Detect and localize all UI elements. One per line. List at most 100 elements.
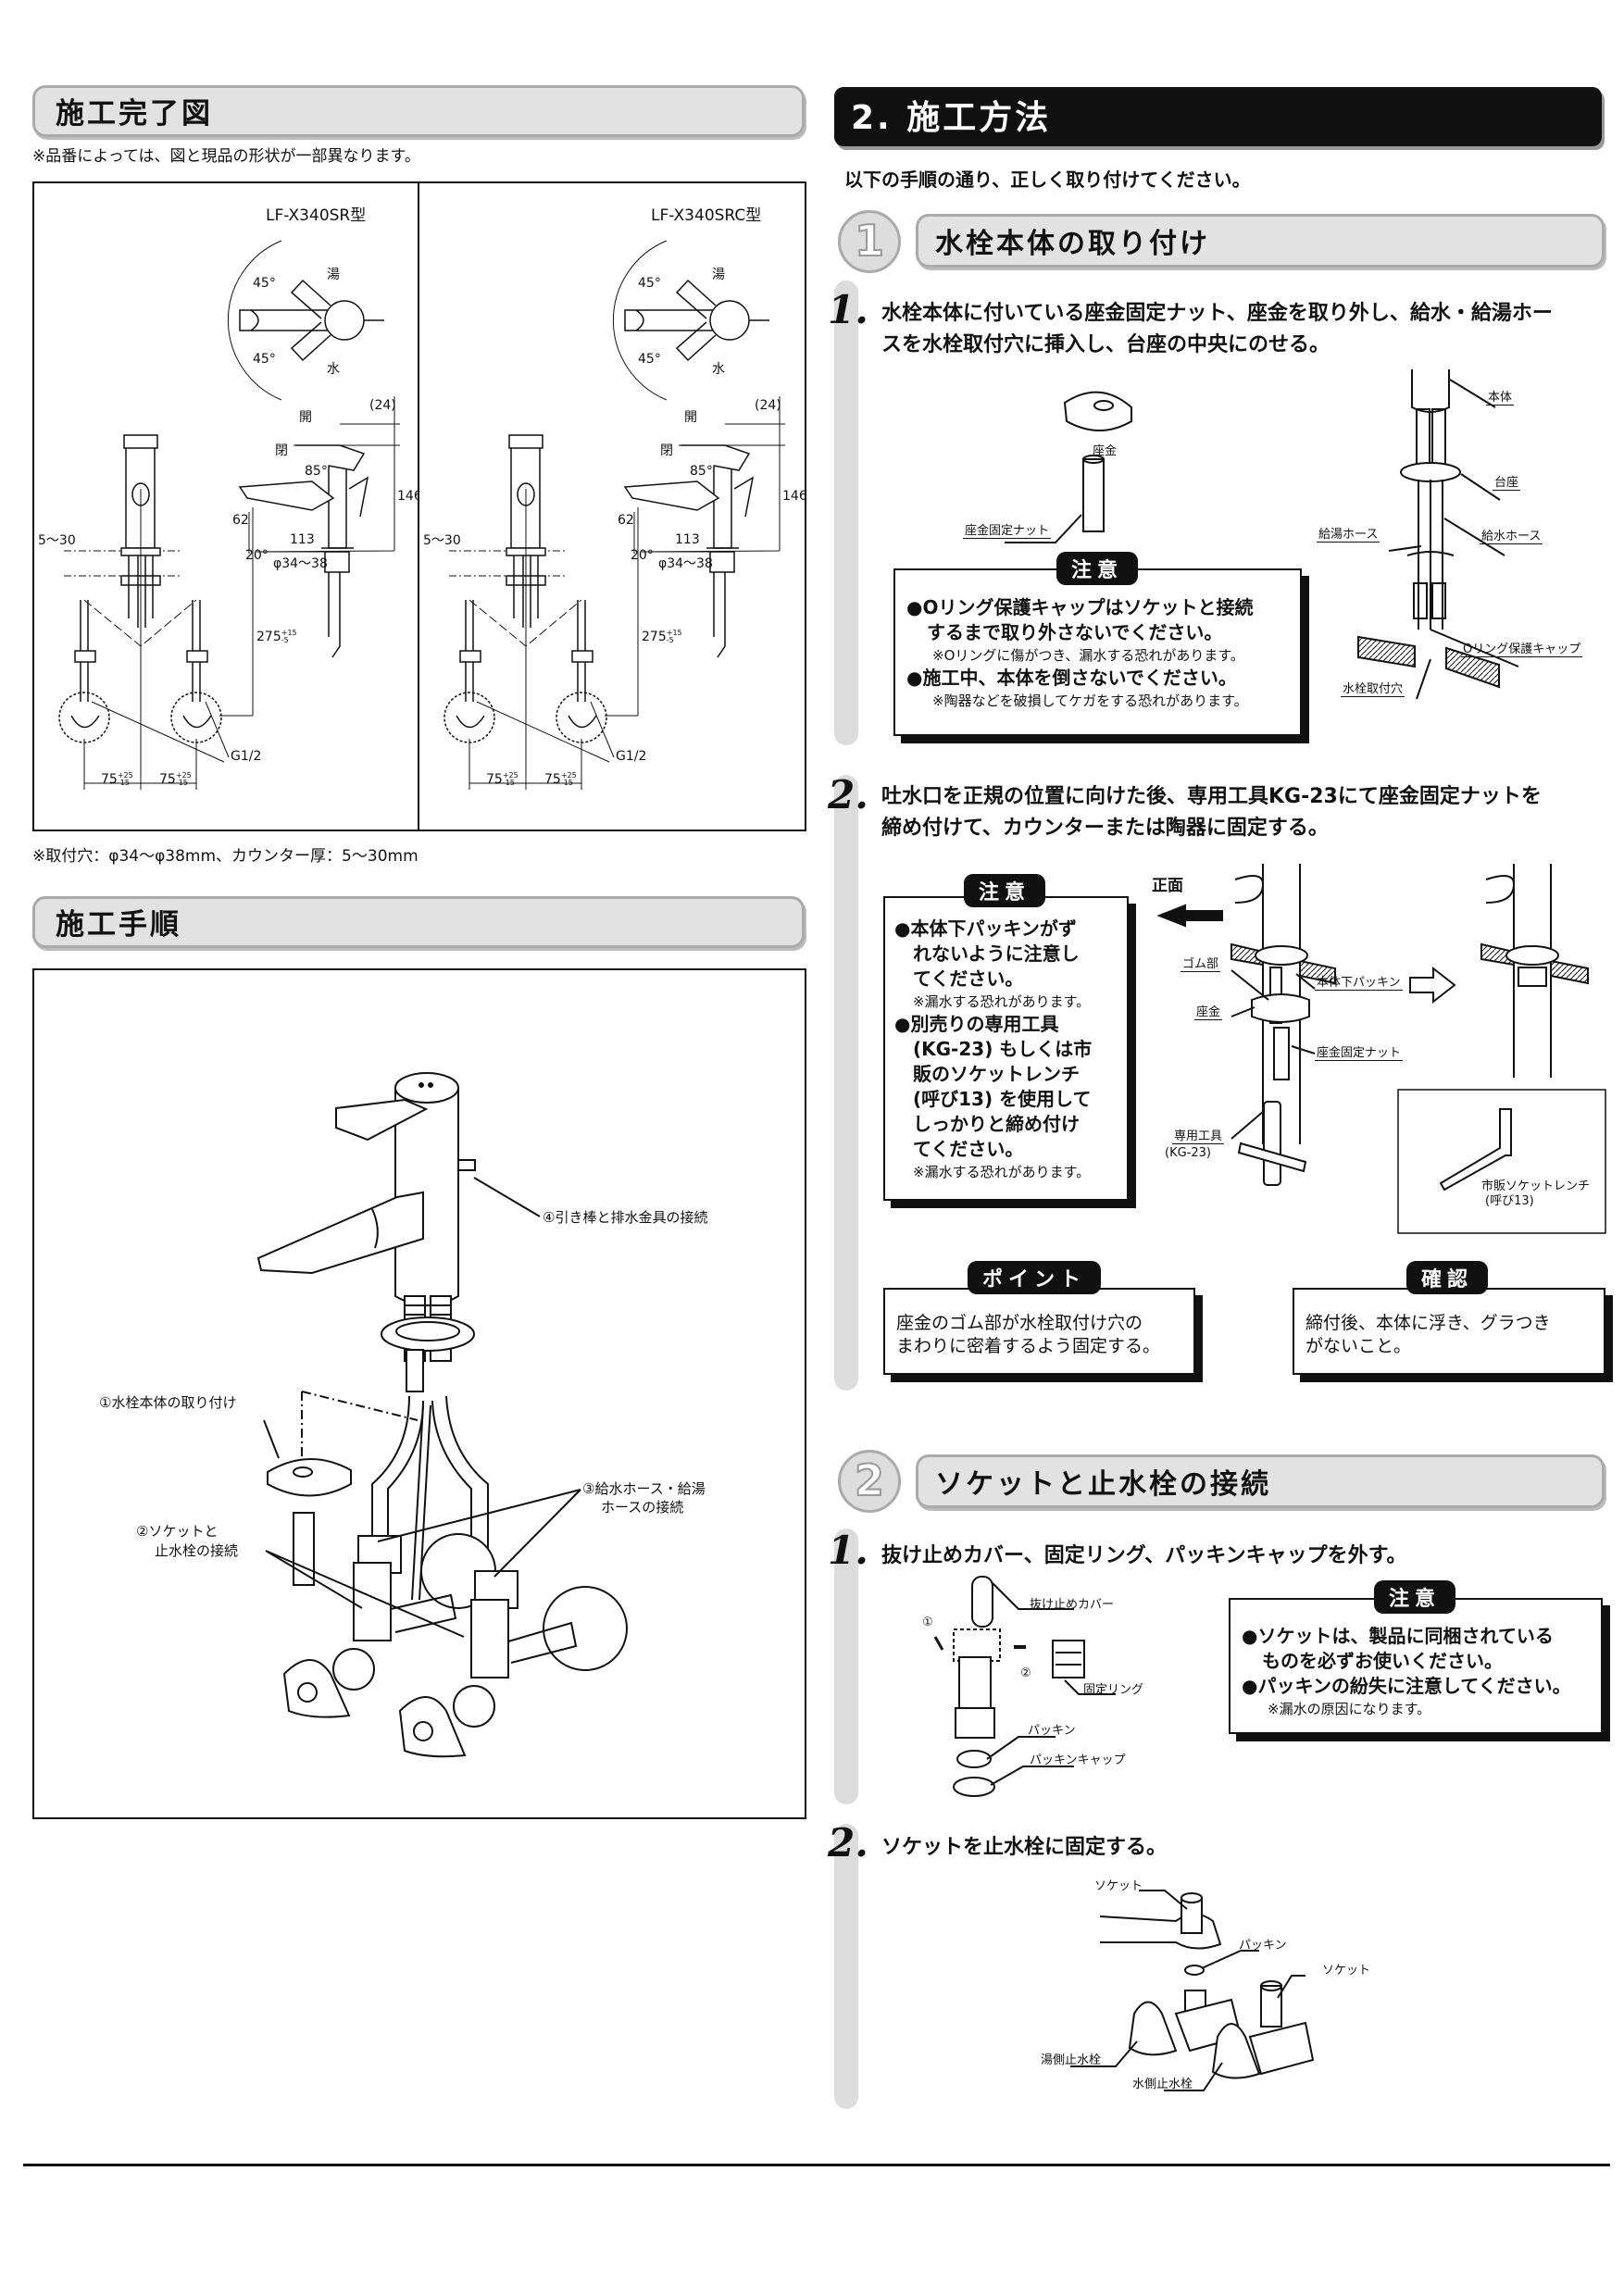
caution-note: ※漏水する恐れがあります。 (913, 1164, 1091, 1180)
label-packing: パッキン (1028, 1724, 1076, 1738)
caution-item: ●ソケットは、製品に同梱されている (1242, 1625, 1554, 1647)
point-line1: 座金のゴム部が水栓取付け穴の (896, 1313, 1143, 1333)
label-washer-nut: 座金固定ナット (963, 520, 1052, 539)
caution-badge: 注意 (963, 874, 1046, 907)
caution-badge: 注意 (1056, 552, 1139, 585)
step-text-line2: 締め付けて、カウンターまたは陶器に固定する。 (881, 817, 1329, 840)
point-box: 座金のゴム部が水栓取付け穴の まわりに密着するよう固定する。 (883, 1288, 1195, 1375)
caution-note: ※陶器などを破損してケガをする恐れがあります。 (932, 693, 1248, 709)
caution-box-3: ●ソケットは、製品に同梱されている ものを必ずお使いください。 ●パッキンの紛失… (1229, 1598, 1603, 1734)
model-name: LF-X340SR型 (266, 206, 367, 225)
dim-75-right: 75+25-15 (159, 771, 192, 788)
label-packing: 本体下パッキン (1315, 972, 1403, 991)
label-hot-valve: 湯側止水栓 (1041, 2053, 1102, 2067)
label-oring-cap: Oリング保護キャップ (1461, 639, 1583, 657)
dim-75-right: 75+25-15 (544, 771, 577, 788)
label-cold-hose: 給水ホース (1480, 526, 1543, 544)
dim-20-angle: 20° (631, 548, 654, 563)
label-cover: 抜け止めカバー (1030, 1598, 1115, 1612)
step-number: 1. (828, 1528, 868, 1573)
dimension-drawing (443, 240, 785, 790)
dim-close-label: 閉 (275, 443, 288, 458)
confirm-line2: がないこと。 (1305, 1336, 1412, 1356)
dim-counter-thickness: 5～30 (38, 533, 76, 548)
procedure-title: 施工手順 (56, 908, 181, 942)
caution-item: ●パッキンの紛失に注意してください。 (1242, 1675, 1571, 1697)
dim-275: 275+15-5 (642, 629, 682, 645)
dim-thread: G1/2 (616, 749, 647, 764)
label-socket-wrench: 市販ソケットレンチ (1481, 1179, 1591, 1193)
caution-badge: 注意 (1373, 1580, 1456, 1614)
caution-box-2: ●本体下パッキンがず れないように注意し てください。 ※漏水する恐れがあります… (883, 896, 1129, 1201)
caution-item-cont: (KG-23) もしくは市 (913, 1038, 1093, 1060)
label-tool: 専用工具 (1172, 1126, 1225, 1144)
label-washer: 座金 (1194, 1002, 1223, 1020)
point-line2: まわりに密着するよう固定する。 (896, 1336, 1161, 1356)
model-name: LF-X340SRC型 (651, 206, 762, 225)
label-tool-model: (KG-23) (1165, 1146, 1211, 1160)
caution-item-cont: ものを必ずお使いください。 (1262, 1650, 1503, 1672)
caution-box-1: ●Oリング保護キャップはソケットと接続 するまで取り外さないでください。 ※Oリ… (893, 568, 1302, 736)
faucet-exploded-illustration (256, 1072, 628, 1758)
dim-75-left: 75+25-15 (486, 771, 518, 788)
dim-open-label: 開 (684, 410, 697, 425)
dim-close-label: 閉 (660, 443, 673, 458)
dim-75-left: 75+25-15 (101, 771, 133, 788)
label-socket-2: ソケット (1322, 1964, 1371, 1978)
caution-item-cont: しっかりと締め付け (913, 1113, 1080, 1135)
label-step2-line1: ②ソケットと (136, 1523, 219, 1540)
step-text: 吐水口を正規の位置に向けた後、専用工具KG-23にて座金固定ナットを 締め付けて… (881, 781, 1542, 844)
label-hot-hose: 給湯ホース (1317, 524, 1380, 543)
caution-item: ●別売りの専用工具 (894, 1013, 1059, 1035)
caution-item: ●施工中、本体を倒さないでください。 (906, 667, 1237, 689)
section1-header: 水栓本体の取り付け (916, 214, 1605, 268)
section1-number: 1 (838, 210, 901, 273)
step-number: 2. (828, 772, 868, 817)
procedure-diagram: ④引き棒と排水金具の接続 ①水栓本体の取り付け ②ソケットと 止水栓の接続 ③給… (32, 968, 806, 1819)
label-step1: ①水栓本体の取り付け (99, 1394, 237, 1411)
caution-item-cont: 販のソケットレンチ (913, 1063, 1080, 1085)
label-washer-nut: 座金固定ナット (1315, 1042, 1404, 1061)
completion-note: ※品番によっては、図と現品の形状が一部異なります。 (32, 147, 420, 166)
step-rail (834, 281, 858, 745)
step-rail (834, 775, 858, 1391)
dim-hole-diameter: φ34～38 (658, 556, 713, 571)
label-step3-line1: ③給水ホース・給湯 (582, 1480, 706, 1497)
dim-24: (24) (755, 398, 781, 413)
dim-24: (24) (369, 398, 396, 413)
dim-hot-label: 湯 (712, 268, 725, 282)
caution-item: ●Oリング保護キャップはソケットと接続 (906, 596, 1254, 618)
step-text-line1: 吐水口を正規の位置に向けた後、専用工具KG-23にて座金固定ナットを (881, 785, 1542, 808)
completion-header: 施工完了図 (32, 85, 805, 137)
step-text: 水栓本体に付いている座金固定ナット、座金を取り外し、給水・給湯ホー スを水栓取付… (881, 298, 1553, 361)
dim-angle-top: 45° (253, 276, 276, 291)
label-socket-size: (呼び13) (1485, 1194, 1534, 1208)
socket-parts-illustration (933, 1576, 1116, 1797)
caution-item-cont: するまで取り外さないでください。 (927, 621, 1223, 643)
step-rail (834, 1529, 858, 1804)
dim-cold-label: 水 (712, 362, 725, 377)
caution-note: ※漏水する恐れがあります。 (913, 993, 1091, 1010)
nut-tightening-illustration (1156, 864, 1606, 1234)
method-title: 2. 施工方法 (851, 99, 1052, 137)
socket-valve-illustration (1070, 1890, 1315, 2091)
label-ring: 固定リング (1083, 1683, 1144, 1697)
step-text: ソケットを止水栓に固定する。 (881, 1836, 1168, 1859)
dim-85-angle: 85° (305, 464, 328, 479)
label-step4: ④引き棒と排水金具の接続 (543, 1209, 708, 1226)
dim-angle-bottom: 45° (253, 352, 276, 367)
dim-angle-bottom: 45° (638, 352, 661, 367)
dim-counter-thickness: 5～30 (423, 533, 461, 548)
faucet-mount-illustration (1005, 369, 1519, 700)
label-rubber: ゴム部 (1181, 954, 1221, 972)
dim-113: 113 (290, 532, 315, 547)
dim-open-label: 開 (299, 410, 312, 425)
step-text-line1: 水栓本体に付いている座金固定ナット、座金を取り外し、給水・給湯ホー (881, 302, 1553, 325)
method-intro: 以下の手順の通り、正しく取り付けてください。 (844, 168, 1251, 191)
dim-thread: G1/2 (231, 749, 262, 764)
step-number: 1. (828, 287, 868, 332)
label-mount-hole: 水栓取付穴 (1341, 679, 1405, 697)
confirm-line1: 締付後、本体に浮き、グラつき (1305, 1313, 1551, 1333)
label-step3-line2: ホースの接続 (601, 1499, 684, 1516)
label-packing-cap: パッキンキャップ (1030, 1753, 1126, 1767)
